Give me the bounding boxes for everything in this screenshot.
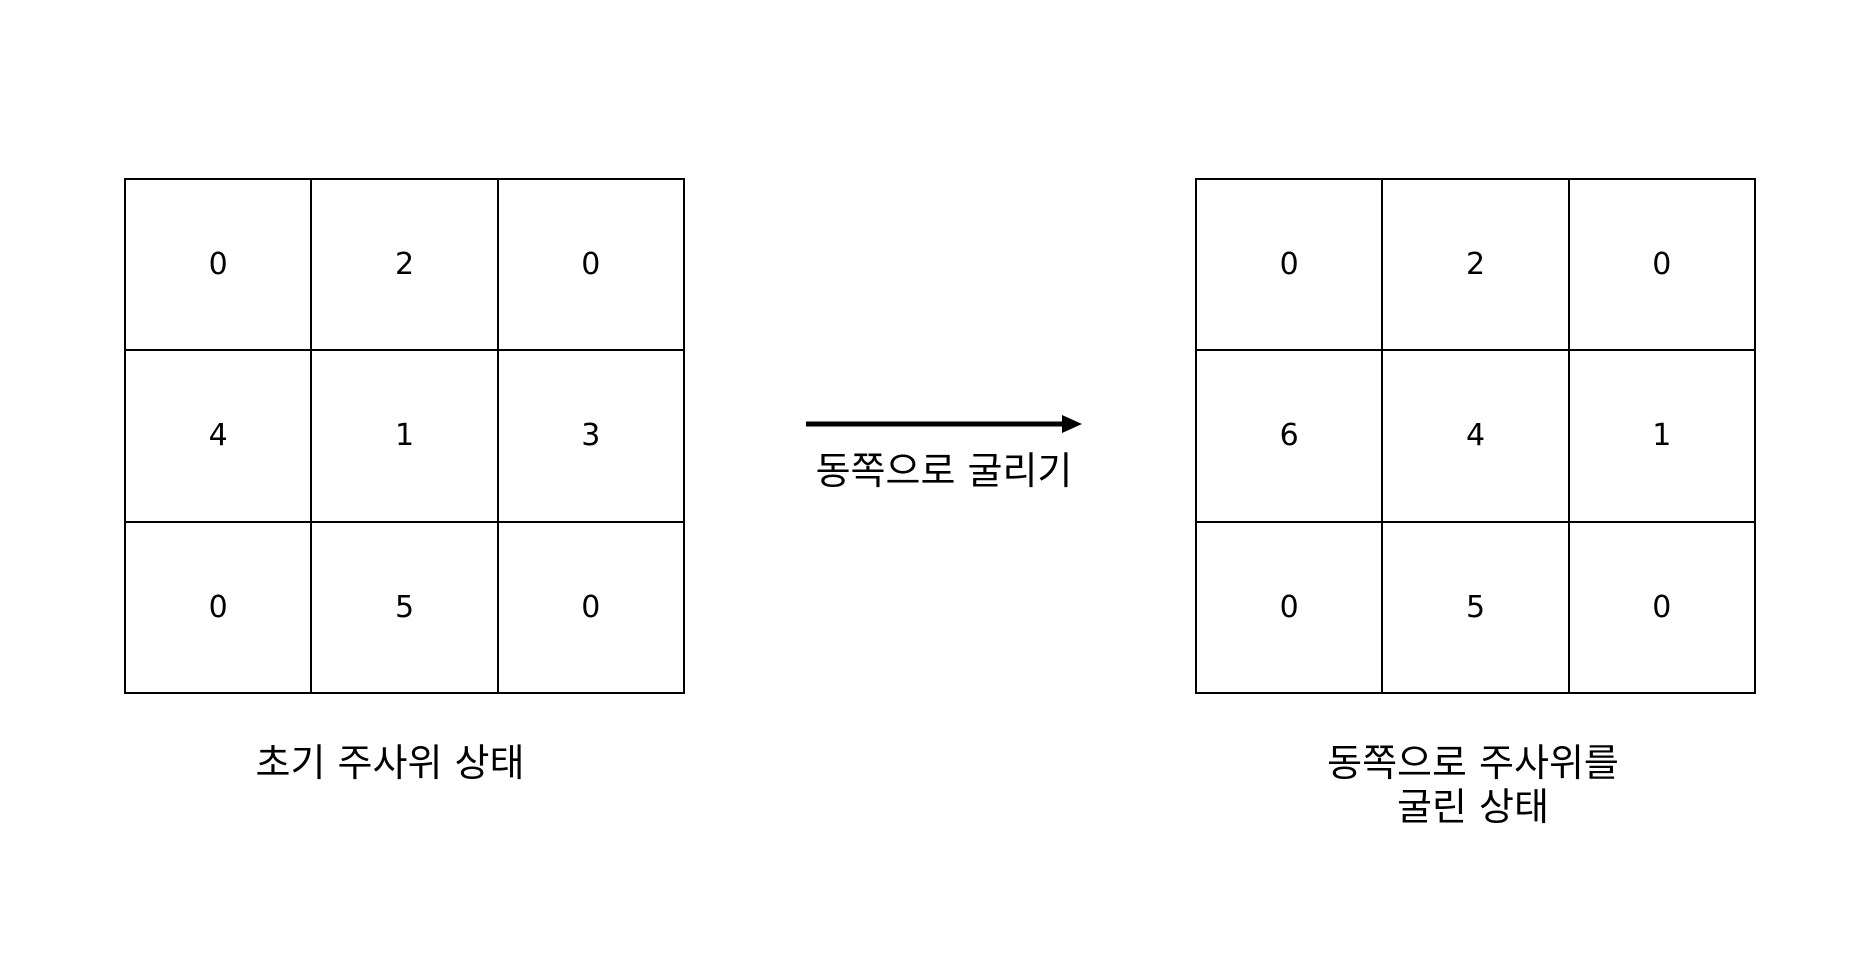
grid-cell: 0 [126, 522, 313, 694]
roll-east-label: 동쪽으로 굴리기 [815, 449, 1073, 493]
grid-cell: 1 [312, 351, 499, 523]
grid-cell: 1 [1569, 351, 1756, 523]
grid-cell: 0 [498, 522, 685, 694]
rolled-dice-grid: 0 2 0 6 4 1 0 5 0 [1195, 178, 1756, 694]
grid-cell: 5 [1383, 522, 1570, 694]
grid-cell: 0 [126, 180, 313, 352]
grid-cell: 0 [1569, 180, 1756, 352]
initial-dice-grid: 0 2 0 4 1 3 0 5 0 [124, 178, 685, 694]
grid-cell: 0 [1197, 522, 1384, 694]
grid-cell: 5 [312, 522, 499, 694]
rolled-state-caption: 동쪽으로 주사위를 굴린 상태 [1327, 741, 1619, 829]
grid-cell: 4 [1383, 351, 1570, 523]
grid-cell: 6 [1197, 351, 1384, 523]
grid-cell: 2 [1383, 180, 1570, 352]
grid-cell: 4 [126, 351, 313, 523]
grid-cell: 2 [312, 180, 499, 352]
grid-cell: 0 [498, 180, 685, 352]
grid-cell: 3 [498, 351, 685, 523]
grid-cell: 0 [1569, 522, 1756, 694]
right-arrow-icon [806, 415, 1082, 433]
grid-cell: 0 [1197, 180, 1384, 352]
initial-state-caption: 초기 주사위 상태 [255, 741, 525, 785]
